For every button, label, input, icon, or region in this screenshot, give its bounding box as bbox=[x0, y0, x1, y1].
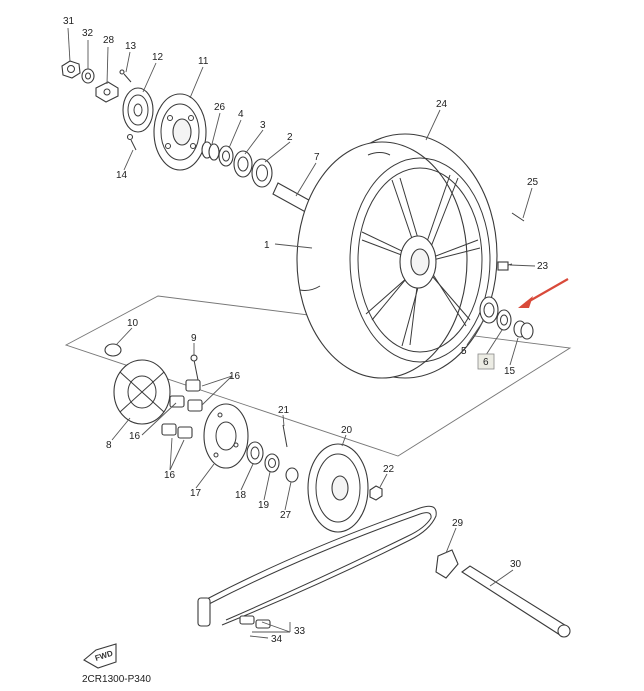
part-carrier-17 bbox=[203, 403, 249, 469]
label-28: 28 bbox=[103, 35, 115, 46]
part-bearing-2 bbox=[251, 158, 273, 188]
label-31: 31 bbox=[63, 16, 75, 27]
label-14: 14 bbox=[116, 170, 128, 181]
part-bolt-14 bbox=[126, 133, 137, 151]
label-10: 10 bbox=[127, 318, 139, 329]
part-dampers-16 bbox=[161, 379, 203, 439]
part-bearing-5 bbox=[479, 296, 499, 324]
part-collar-26 bbox=[201, 141, 220, 161]
part-wheel-24 bbox=[296, 133, 513, 379]
label-33: 33 bbox=[294, 626, 306, 637]
label-17: 17 bbox=[190, 488, 202, 499]
label-11: 11 bbox=[198, 56, 209, 67]
label-18: 18 bbox=[235, 490, 247, 501]
part-clutch-hub-8 bbox=[113, 359, 171, 425]
label-27: 27 bbox=[280, 510, 292, 521]
part-pin-25 bbox=[511, 212, 525, 222]
label-20: 20 bbox=[341, 425, 353, 436]
subassembly-box bbox=[64, 295, 572, 457]
label-24: 24 bbox=[436, 99, 448, 110]
part-seal-4 bbox=[218, 145, 234, 167]
part-nut-22 bbox=[369, 485, 383, 501]
drawing-code: 2CR1300-P340 bbox=[82, 674, 151, 685]
label-32: 32 bbox=[82, 28, 94, 39]
part-plate-28 bbox=[95, 81, 119, 103]
part-chain-33 bbox=[197, 505, 437, 629]
leader-lines bbox=[67, 27, 536, 639]
label-21: 21 bbox=[278, 405, 290, 416]
label-6: 6 bbox=[483, 357, 489, 368]
label-15: 15 bbox=[504, 366, 516, 377]
part-bolt-9 bbox=[190, 354, 199, 381]
label-8: 8 bbox=[106, 440, 112, 451]
label-19: 19 bbox=[258, 500, 270, 511]
part-bolt-13 bbox=[119, 69, 132, 83]
label-7: 7 bbox=[314, 152, 320, 163]
label-30: 30 bbox=[510, 559, 522, 570]
part-adjuster-29 bbox=[435, 549, 459, 579]
label-12: 12 bbox=[152, 52, 164, 63]
highlight-box-6 bbox=[477, 353, 495, 370]
fwd-arrow-icon: FWD bbox=[83, 643, 117, 669]
label-4: 4 bbox=[238, 109, 244, 120]
part-bearing-18 bbox=[246, 441, 264, 465]
label-16b: 16 bbox=[129, 431, 141, 442]
label-1: 1 bbox=[264, 240, 270, 251]
label-26: 26 bbox=[214, 102, 226, 113]
part-labels: 31 32 28 13 12 11 26 4 3 2 7 14 24 25 1 … bbox=[63, 16, 549, 645]
label-23: 23 bbox=[537, 261, 549, 272]
part-stud-21 bbox=[282, 424, 288, 448]
label-25: 25 bbox=[527, 177, 539, 188]
label-2: 2 bbox=[287, 132, 293, 143]
label-29: 29 bbox=[452, 518, 464, 529]
part-sensor-ring-12 bbox=[122, 87, 154, 133]
label-16c: 16 bbox=[164, 470, 176, 481]
part-sprocket-20 bbox=[307, 443, 369, 533]
part-collar-15 bbox=[513, 320, 534, 340]
label-5: 5 bbox=[461, 346, 467, 357]
label-16a: 16 bbox=[229, 371, 241, 382]
part-washer-32 bbox=[81, 68, 95, 84]
part-seal-6 bbox=[496, 309, 512, 331]
highlight-arrow bbox=[518, 278, 569, 308]
part-plug-10 bbox=[104, 343, 122, 357]
part-nut-31 bbox=[61, 60, 81, 79]
label-3: 3 bbox=[260, 120, 266, 131]
label-34: 34 bbox=[271, 634, 283, 645]
part-collar-27 bbox=[285, 467, 299, 483]
part-carrier-11 bbox=[153, 93, 207, 171]
label-13: 13 bbox=[125, 41, 137, 52]
part-bearing-3 bbox=[233, 150, 253, 178]
label-22: 22 bbox=[383, 464, 395, 475]
label-9: 9 bbox=[191, 333, 197, 344]
part-axle-30 bbox=[461, 565, 571, 638]
part-seal-19 bbox=[264, 453, 280, 473]
